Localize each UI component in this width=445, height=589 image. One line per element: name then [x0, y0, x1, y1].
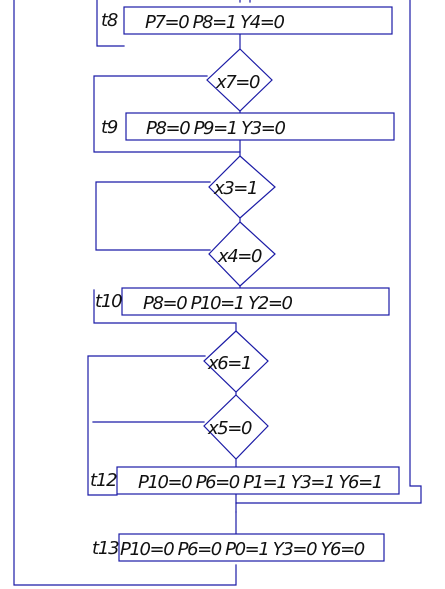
block-t8: t8 P7=0 P8=1 Y4=0: [101, 6, 393, 35]
block-t12-box: [116, 466, 400, 495]
step-label-t13: t13: [92, 538, 119, 559]
block-t13-text: P10=0 P6=0 P0=1 Y3=0 Y6=0: [120, 539, 365, 560]
condition-x3-text: x3=1: [213, 178, 257, 199]
condition-x3: x3=1: [208, 155, 276, 219]
step-label-t9: t9: [101, 117, 118, 138]
block-t12: t12 P10=0 P6=0 P1=1 Y3=1 Y6=1: [90, 466, 400, 495]
connector-lines: [13, 0, 422, 586]
condition-x4-diamond: [208, 221, 276, 287]
block-t9-box: [125, 112, 395, 141]
block-t12-text: P10=0 P6=0 P1=1 Y3=1 Y6=1: [138, 472, 382, 493]
step-label-t12: t12: [90, 470, 117, 491]
condition-x6-diamond: [203, 330, 269, 393]
block-t10-box: [121, 287, 390, 316]
condition-x5: x5=0: [203, 394, 269, 460]
condition-x4-text: x4=0: [217, 246, 262, 267]
condition-x6-text: x6=1: [207, 353, 251, 374]
step-label-t8: t8: [101, 10, 118, 31]
step-label-t10: t10: [95, 291, 122, 312]
condition-x5-text: x5=0: [207, 418, 252, 439]
block-t9: t9 P8=0 P9=1 Y3=0: [101, 112, 395, 141]
condition-x7-text: x7=0: [215, 72, 260, 93]
condition-x3-diamond: [208, 155, 276, 219]
block-t13: t13 P10=0 P6=0 P0=1 Y3=0 Y6=0: [92, 533, 385, 562]
condition-x7-diamond: [206, 48, 273, 112]
condition-x7: x7=0: [206, 48, 273, 112]
block-t10: t10 P8=0 P10=1 Y2=0: [95, 287, 390, 316]
block-t8-box: [123, 6, 393, 35]
block-t13-box: [118, 533, 385, 562]
block-t8-text: P7=0 P8=1 Y4=0: [145, 12, 284, 33]
condition-x5-diamond: [203, 394, 269, 460]
condition-x6: x6=1: [203, 330, 269, 393]
block-t9-text: P8=0 P9=1 Y3=0: [146, 118, 285, 139]
block-t10-text: P8=0 P10=1 Y2=0: [143, 293, 293, 314]
condition-x4: x4=0: [208, 221, 276, 287]
